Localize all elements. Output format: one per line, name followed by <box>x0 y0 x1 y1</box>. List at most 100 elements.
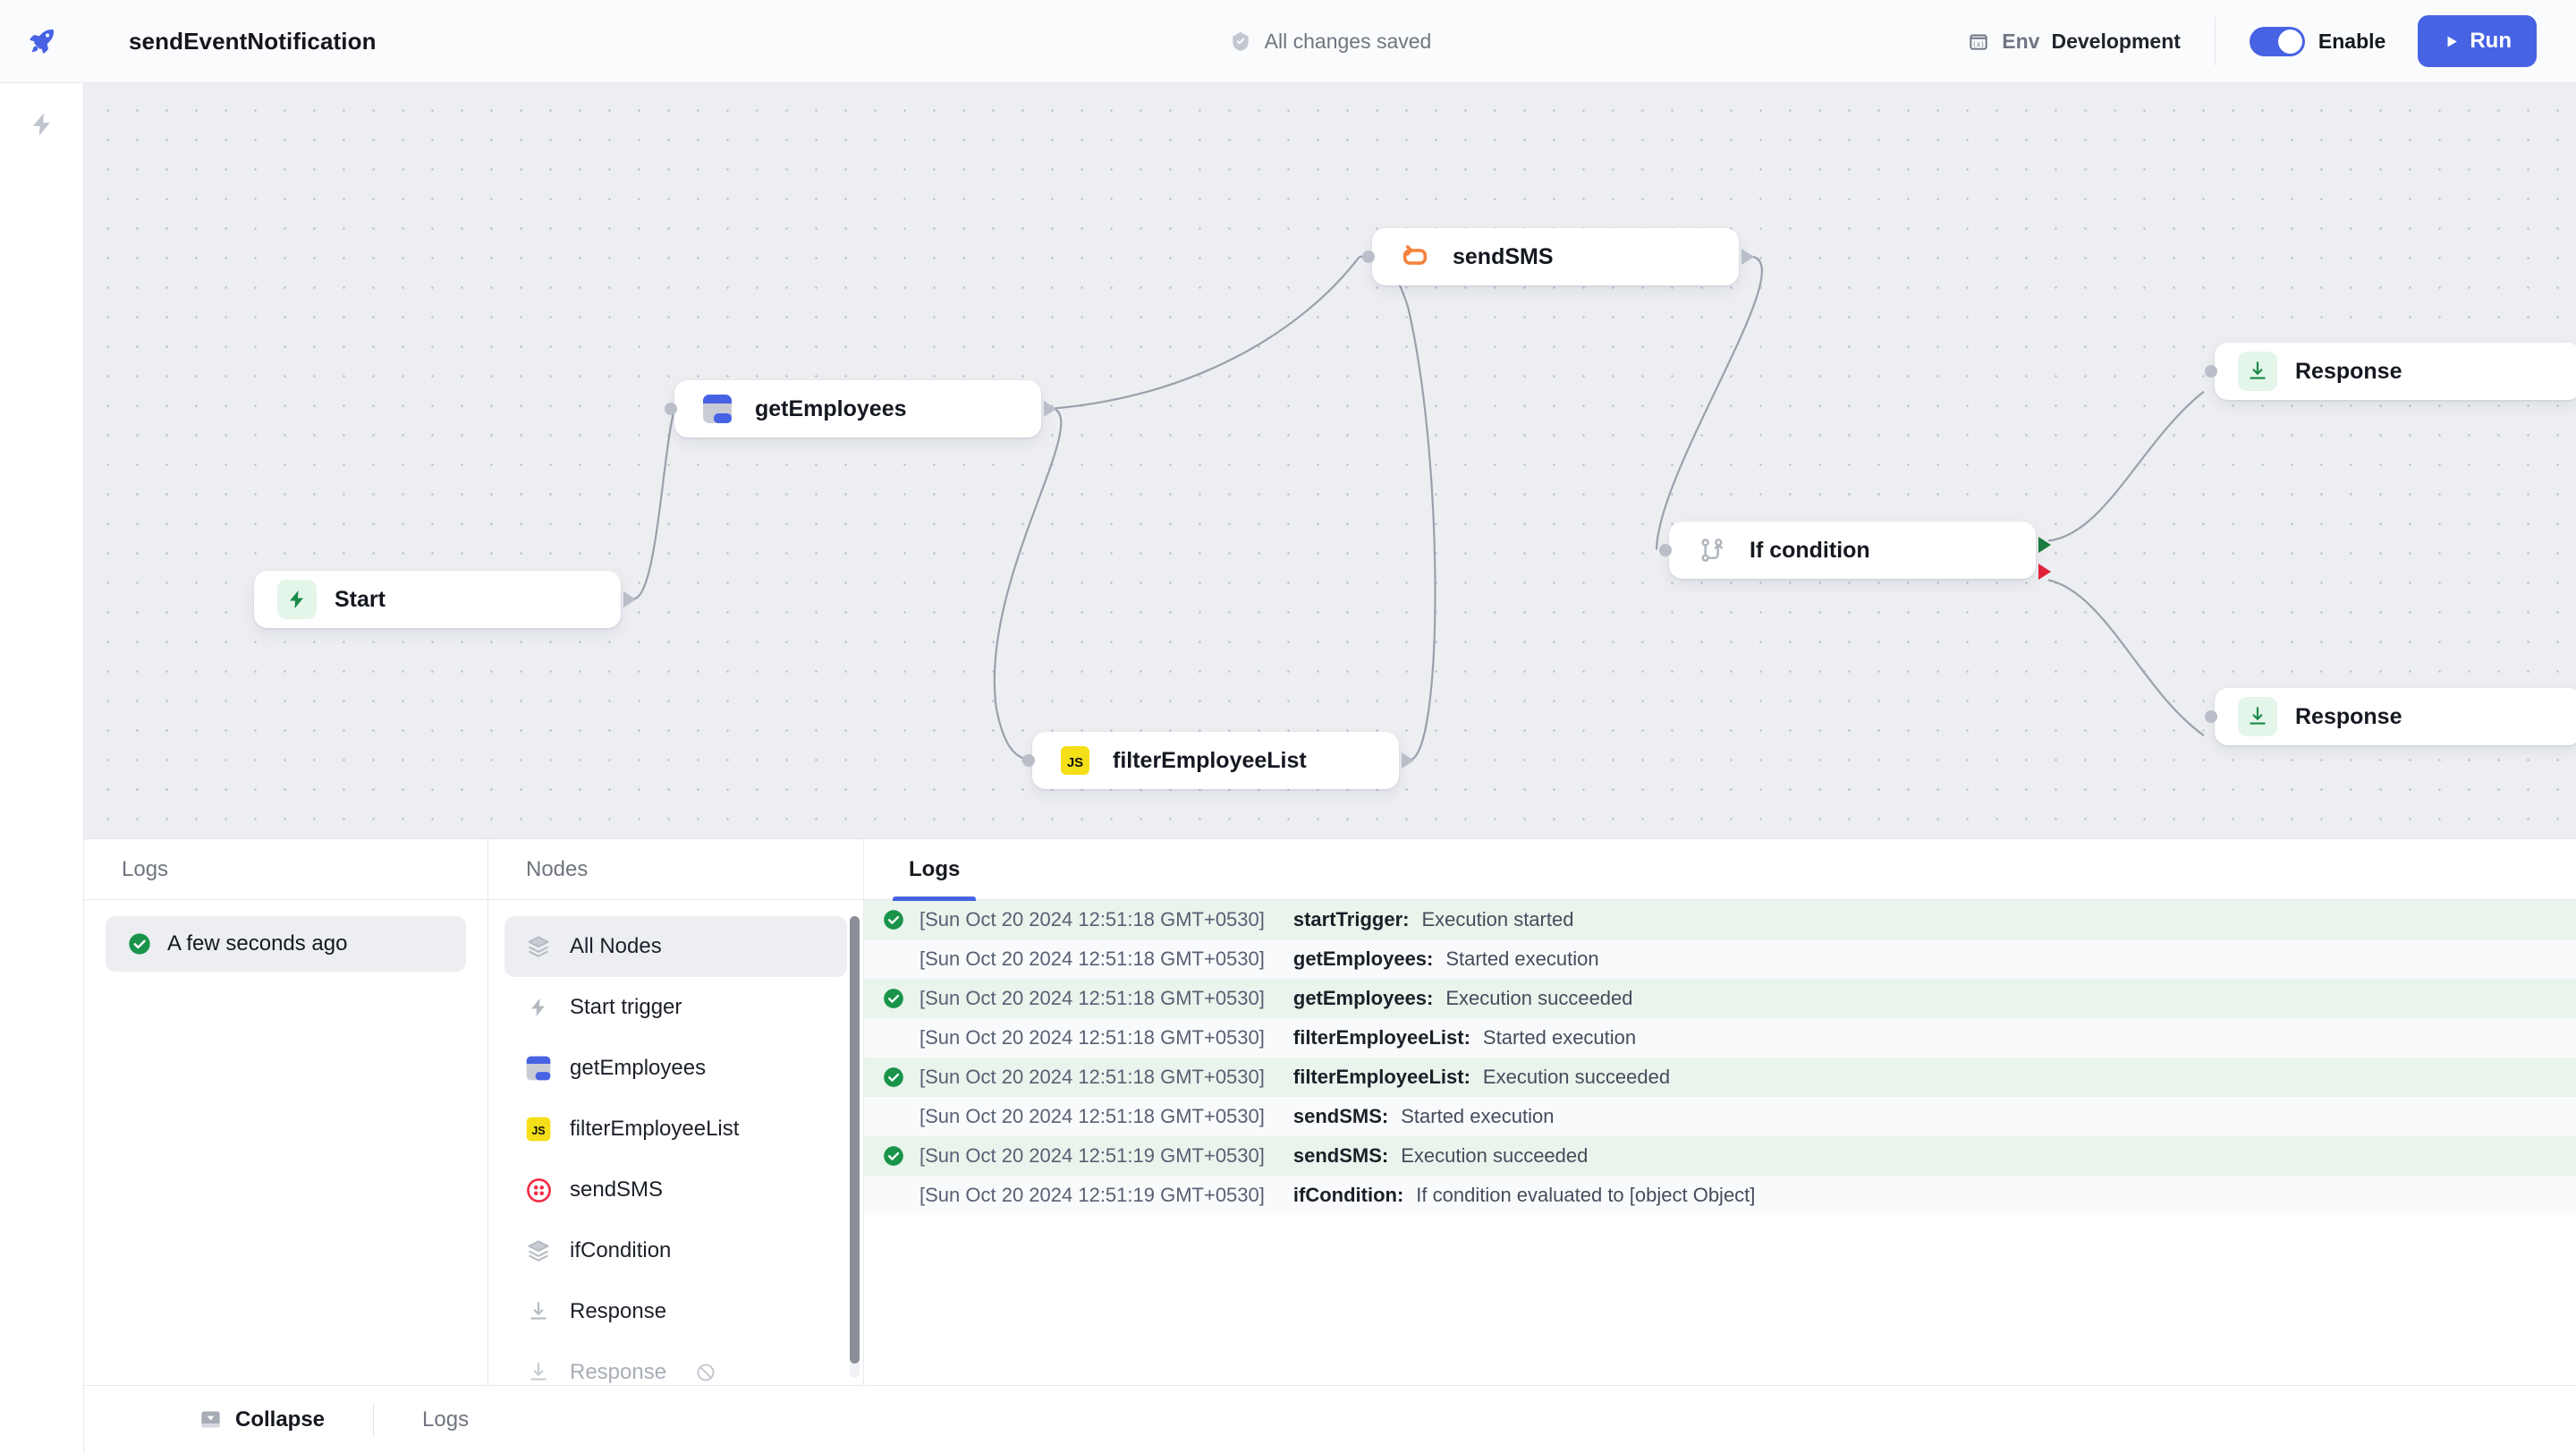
log-node-name: ifCondition: <box>1292 1184 1404 1206</box>
log-timestamp: [Sun Oct 20 2024 12:51:18 GMT+0530] <box>919 947 1265 970</box>
log-rows: [Sun Oct 20 2024 12:51:18 GMT+0530] star… <box>864 900 2576 1385</box>
log-timestamp: [Sun Oct 20 2024 12:51:19 GMT+0530] <box>919 1144 1265 1167</box>
canvas-node-response-true[interactable]: Response <box>2205 343 2576 400</box>
nodes-list-item-response[interactable]: Response <box>504 1281 847 1342</box>
response-gray-icon <box>523 1300 554 1323</box>
js-badge-icon: JS <box>1055 741 1095 780</box>
nodes-list-item-ifcondition[interactable]: ifCondition <box>504 1220 847 1281</box>
node-output-handle[interactable] <box>1402 752 1414 769</box>
log-row[interactable]: [Sun Oct 20 2024 12:51:18 GMT+0530] filt… <box>864 1058 2576 1097</box>
node-output-handle[interactable] <box>1044 401 1056 417</box>
twilio-red-icon <box>523 1177 554 1203</box>
nodes-list-item-filteremployeelist[interactable]: JS filterEmployeeList <box>504 1099 847 1160</box>
success-check-icon <box>882 1144 919 1168</box>
js-badge-icon: JS <box>523 1116 554 1143</box>
node-input-handle[interactable] <box>1022 754 1035 767</box>
node-output-handle-true[interactable] <box>2038 537 2051 554</box>
nodes-list-item-all-nodes[interactable]: All Nodes <box>504 916 847 977</box>
node-output-handle[interactable] <box>623 591 636 608</box>
branch-gray-icon <box>1692 531 1732 570</box>
node-input-handle[interactable] <box>2205 710 2217 723</box>
log-node-name: filterEmployeeList: <box>1292 1026 1470 1049</box>
env-variable-icon: (x) <box>1967 30 1990 53</box>
log-row[interactable]: [Sun Oct 20 2024 12:51:18 GMT+0530] star… <box>864 900 2576 939</box>
collapse-button[interactable]: Collapse <box>199 1407 325 1432</box>
run-list-item-label: A few seconds ago <box>167 931 348 956</box>
response-green-icon <box>2238 697 2277 736</box>
node-output-handle-false[interactable] <box>2038 563 2051 580</box>
nodes-list-item-sendsms[interactable]: sendSMS <box>504 1160 847 1220</box>
nodes-list-item-label: Response <box>570 1360 667 1384</box>
canvas-node-label: sendSMS <box>1453 243 1554 269</box>
log-message: Execution succeeded <box>1445 987 1633 1009</box>
database-blue-icon <box>698 389 737 429</box>
nodes-list-item-response-disabled[interactable]: Response <box>504 1342 847 1385</box>
response-gray-icon <box>523 1361 554 1384</box>
node-input-handle[interactable] <box>665 403 677 415</box>
env-selector[interactable]: (x) Env Development <box>1967 30 2181 54</box>
node-input-handle[interactable] <box>1362 251 1375 263</box>
nodes-scrollbar-thumb[interactable] <box>850 916 860 1364</box>
response-green-icon <box>2238 352 2277 391</box>
log-message: If condition evaluated to [object Object… <box>1416 1184 1756 1206</box>
canvas-node-filteremployeelist[interactable]: JS filterEmployeeList <box>1022 732 1414 789</box>
env-label: Env <box>2002 29 2040 53</box>
sidebar-item-triggers[interactable] <box>0 83 84 166</box>
enable-toggle[interactable] <box>2249 26 2305 56</box>
log-node-name: sendSMS: <box>1292 1144 1389 1167</box>
nodes-list-item-label: sendSMS <box>570 1177 664 1202</box>
node-output-handle[interactable] <box>1741 249 1754 265</box>
nodes-scrollbar-track[interactable] <box>850 916 860 1378</box>
log-detail-column: Logs [Sun Oct 20 2024 12:51:18 GMT+0530]… <box>864 839 2576 1385</box>
app-logo-button[interactable] <box>0 0 84 83</box>
tab-logs[interactable]: Logs <box>893 839 977 901</box>
disabled-icon <box>695 1362 716 1383</box>
success-check-icon <box>882 987 919 1010</box>
nodes-column-header: Nodes <box>488 839 863 900</box>
run-button[interactable]: Run <box>2418 15 2537 67</box>
log-node-name: startTrigger: <box>1292 908 1410 930</box>
canvas-node-start[interactable]: Start <box>254 571 636 628</box>
log-node-name: getEmployees: <box>1292 947 1434 970</box>
log-timestamp: [Sun Oct 20 2024 12:51:18 GMT+0530] <box>919 1026 1265 1049</box>
layers-gray-icon <box>523 934 554 959</box>
node-input-handle[interactable] <box>1659 544 1672 557</box>
nodes-list-item-label: All Nodes <box>570 934 662 958</box>
svg-text:JS: JS <box>531 1125 545 1137</box>
header-actions: (x) Env Development Enable <box>1967 15 2576 67</box>
svg-text:JS: JS <box>1067 755 1083 770</box>
nodes-column: Nodes All Nodes <box>488 839 864 1385</box>
nodes-list-item-start-trigger[interactable]: Start trigger <box>504 977 847 1038</box>
log-node-name: sendSMS: <box>1292 1105 1389 1127</box>
play-icon <box>2443 33 2460 50</box>
canvas-node-sendsms[interactable]: sendSMS <box>1362 228 1754 285</box>
log-row[interactable]: [Sun Oct 20 2024 12:51:19 GMT+0530] send… <box>864 1136 2576 1176</box>
log-row[interactable]: [Sun Oct 20 2024 12:51:18 GMT+0530] getE… <box>864 939 2576 979</box>
log-row[interactable]: [Sun Oct 20 2024 12:51:18 GMT+0530] send… <box>864 1097 2576 1136</box>
page-title: sendEventNotification <box>129 27 377 55</box>
toggle-knob <box>2277 29 2302 54</box>
canvas-node-getemployees[interactable]: getEmployees <box>665 380 1056 438</box>
log-node-name: filterEmployeeList: <box>1292 1066 1470 1088</box>
canvas-node-ifcondition[interactable]: If condition <box>1659 522 2051 580</box>
runs-column: Logs A few seconds ago <box>84 839 488 1385</box>
lightning-bolt-green-icon <box>277 580 317 619</box>
canvas-node-response-false[interactable]: Response <box>2205 688 2576 745</box>
nodes-list-item-getemployees[interactable]: getEmployees <box>504 1038 847 1099</box>
run-list-item[interactable]: A few seconds ago <box>106 916 466 972</box>
run-button-label: Run <box>2470 29 2512 53</box>
log-row[interactable]: [Sun Oct 20 2024 12:51:18 GMT+0530] getE… <box>864 979 2576 1018</box>
log-row[interactable]: [Sun Oct 20 2024 12:51:18 GMT+0530] filt… <box>864 1018 2576 1058</box>
collapse-button-label: Collapse <box>235 1406 326 1432</box>
enable-toggle-group[interactable]: Enable <box>2249 26 2386 56</box>
database-blue-icon <box>523 1055 554 1082</box>
workflow-canvas[interactable]: Start getEmployees <box>84 83 2576 839</box>
status-bar-logs-link[interactable]: Logs <box>422 1406 470 1432</box>
dock-body: Logs A few seconds ago <box>84 839 2576 1385</box>
enable-label: Enable <box>2318 29 2386 53</box>
canvas-node-label: getEmployees <box>755 395 907 421</box>
layers-gray-icon <box>523 1238 554 1263</box>
node-input-handle[interactable] <box>2205 365 2217 378</box>
log-message: Started execution <box>1401 1105 1555 1127</box>
log-row[interactable]: [Sun Oct 20 2024 12:51:19 GMT+0530] ifCo… <box>864 1176 2576 1215</box>
